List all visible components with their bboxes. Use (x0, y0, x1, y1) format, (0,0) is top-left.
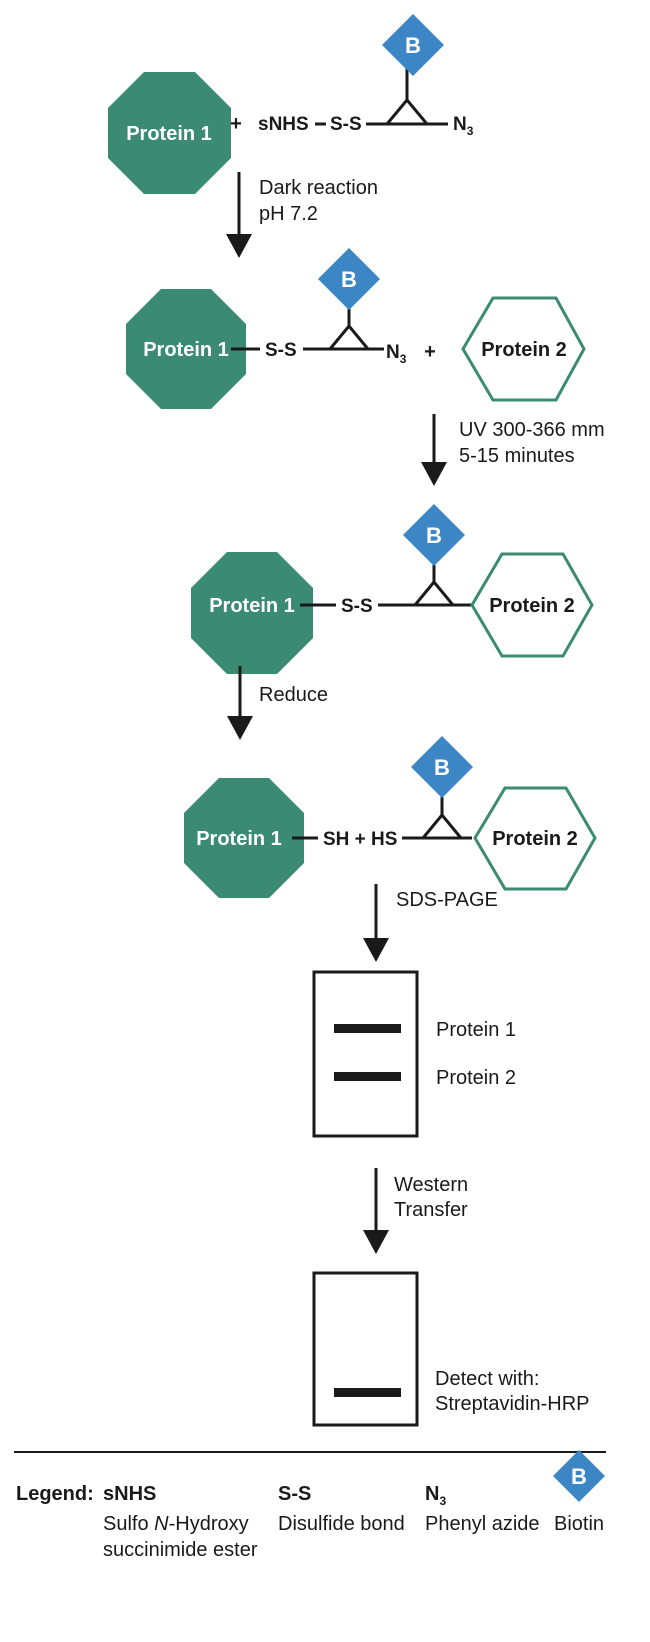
azide-label-row2: N3 (386, 342, 407, 366)
gel-band1-label: Protein 1 (436, 1019, 516, 1041)
protein1-label-row4: Protein 1 (196, 828, 282, 850)
disulfide-label-row2: S-S (265, 340, 297, 361)
gel-band2-label: Protein 2 (436, 1067, 516, 1089)
legend-snhs-def-line2: succinimide ester (103, 1539, 258, 1561)
step2-label-line2: 5-15 minutes (459, 445, 575, 467)
protein1-label-row3: Protein 1 (209, 595, 295, 617)
legend: Legend: sNHS Sulfo N-Hydroxy succinimide… (16, 1450, 605, 1561)
sds-page-gel (312, 970, 419, 1138)
gel-band-protein2 (334, 1072, 401, 1081)
legend-n3-def: Phenyl azide (425, 1513, 540, 1535)
protein2-hexagon-row4 (473, 786, 597, 891)
biotin-icon: B (403, 504, 465, 566)
protein2-hexagon-row2 (461, 296, 586, 402)
protein2-label-row4: Protein 2 (492, 828, 578, 850)
protein2-label-row2: Protein 2 (481, 339, 567, 361)
protein1-octagon-row3 (191, 552, 313, 674)
legend-ss-def: Disulfide bond (278, 1513, 405, 1535)
step1-label-line1: Dark reaction (259, 177, 378, 199)
biotin-icon: B (411, 736, 473, 798)
snhs-label-row1: sNHS (258, 114, 309, 135)
step4-label: SDS-PAGE (396, 889, 498, 911)
protein1-label-row2: Protein 1 (143, 339, 229, 361)
detect-label-line2: Streptavidin-HRP (435, 1393, 590, 1415)
arrow-step3 (227, 666, 253, 740)
legend-snhs-def-line1: Sulfo N-Hydroxy (103, 1513, 249, 1535)
detect-label-line1: Detect with: (435, 1368, 539, 1390)
legend-n3-term: N3 (425, 1483, 446, 1508)
svg-text:B: B (341, 267, 357, 292)
svg-text:B: B (405, 33, 421, 58)
arrow-step4 (363, 884, 389, 962)
step5-label-line2: Transfer (394, 1199, 468, 1221)
svg-text:B: B (434, 755, 450, 780)
blot-frame (312, 1271, 419, 1427)
blot-band (334, 1388, 401, 1397)
phenyl-azide-ring (326, 323, 372, 351)
svg-text:B: B (426, 523, 442, 548)
row3-crosslinked-complex: Protein 1 S-S B Protein 2 (191, 504, 594, 674)
step3-label: Reduce (259, 684, 328, 706)
row4-reduced-products: Protein 1 SH + HS B Protein 2 (184, 736, 597, 898)
arrow-step2 (421, 414, 447, 486)
protein1-octagon-row2 (126, 289, 246, 409)
legend-biotin-icon: B (553, 1450, 605, 1502)
phenyl-azide-ring (383, 97, 431, 126)
gel-frame (312, 970, 419, 1138)
disulfide-label-row3: S-S (341, 596, 373, 617)
gel-band-protein1 (334, 1024, 401, 1033)
legend-title: Legend: (16, 1483, 94, 1505)
phenyl-azide-ring (419, 812, 465, 840)
biotin-icon: B (318, 248, 380, 310)
phenyl-azide-ring (411, 579, 457, 607)
plus-sign-row1: + (230, 113, 242, 135)
row2-activated-protein: Protein 1 S-S B N3 + Protein 2 (126, 248, 586, 409)
protein1-label-row1: Protein 1 (126, 123, 212, 145)
legend-snhs-term: sNHS (103, 1483, 156, 1505)
azide-label-row1: N3 (453, 114, 474, 138)
sh-hs-label: SH + HS (323, 829, 397, 850)
arrow-step5 (363, 1168, 389, 1254)
row1-reagent: Protein 1 + sNHS S-S B N3 (108, 14, 474, 194)
svg-text:B: B (571, 1464, 587, 1489)
plus-sign-row2: + (424, 341, 436, 363)
western-blot (312, 1271, 419, 1427)
protein1-octagon-row1 (108, 72, 231, 194)
legend-biotin-def: Biotin (554, 1513, 604, 1535)
protein2-label-row3: Protein 2 (489, 595, 575, 617)
arrow-step1 (226, 172, 252, 258)
biotin-icon: B (382, 14, 444, 76)
protein2-hexagon-row3 (470, 552, 594, 658)
step2-label-line1: UV 300-366 mm (459, 419, 605, 441)
disulfide-label-row1: S-S (330, 114, 362, 135)
step5-label-line1: Western (394, 1174, 468, 1196)
legend-ss-term: S-S (278, 1483, 311, 1505)
protein1-octagon-row4 (184, 778, 304, 898)
step1-label-line2: pH 7.2 (259, 203, 318, 225)
